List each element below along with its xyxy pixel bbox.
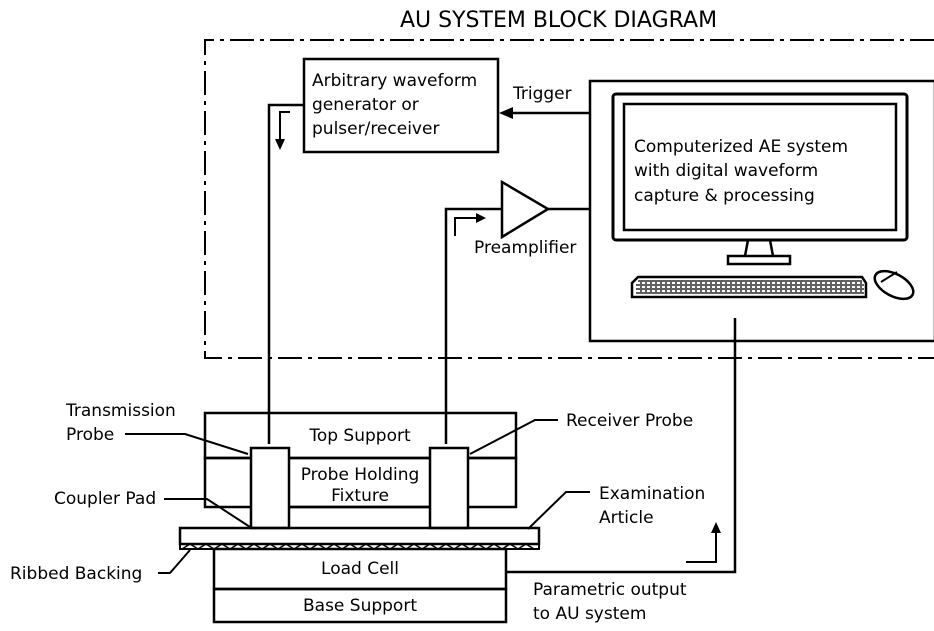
parametric-output-label-2: to AU system (533, 604, 646, 624)
system-boundary (204, 39, 934, 359)
transmitter-signal-line (267, 103, 304, 444)
ribbed-backing-leader (158, 549, 191, 574)
transmission-probe-label-2: Probe (66, 425, 114, 445)
ribbed-backing-label: Ribbed Backing (10, 564, 142, 584)
examination-article-label-2: Article (599, 508, 654, 528)
trigger-arrowhead (499, 107, 513, 119)
trigger-label: Trigger (512, 84, 572, 104)
amplifier-triangle-icon (500, 179, 551, 240)
generator-line-1: Arbitrary waveform (312, 71, 477, 91)
top-support-label: Top Support (308, 426, 411, 446)
transmitter-flow-indicator (279, 111, 290, 140)
generator-line-2: generator or (312, 95, 419, 115)
fixture-label-2: Fixture (331, 486, 389, 506)
coupler-pad-label: Coupler Pad (54, 489, 156, 509)
monitor-icon (611, 92, 909, 266)
receiver-probe-leader (469, 419, 558, 455)
keyboard-icon (630, 275, 868, 299)
load-cell-label: Load Cell (321, 559, 399, 579)
parametric-flow-indicator (686, 532, 717, 563)
computer-line-1: Computerized AE system (634, 137, 848, 157)
transmission-probe (249, 446, 291, 530)
test-fixture (178, 411, 541, 624)
computer-line-2: with digital waveform (634, 161, 818, 181)
receiver-flow-indicator (454, 217, 478, 236)
transmission-probe-label-1: Transmission (65, 401, 176, 421)
examination-article-leader (527, 491, 590, 530)
parametric-output-label-1: Parametric output (533, 580, 687, 600)
mouse-icon (873, 269, 915, 301)
diagram-title: AU SYSTEM BLOCK DIAGRAM (400, 8, 717, 33)
base-support-label: Base Support (303, 596, 417, 616)
parametric-output-line (506, 318, 737, 574)
receiver-flow-arrowhead (476, 213, 486, 223)
generator-line-3: pulser/receiver (312, 119, 439, 139)
fixture-label-1: Probe Holding (301, 465, 420, 485)
transmission-probe-leader (125, 433, 249, 455)
base-support-block (212, 587, 508, 624)
receiver-probe (428, 446, 470, 530)
computer-line-3: capture & processing (634, 186, 815, 206)
receiver-probe-label: Receiver Probe (566, 411, 693, 431)
computer-box (588, 79, 934, 343)
examination-article-label-1: Examination (599, 484, 705, 504)
coupler-pad-leader (164, 498, 251, 528)
transmitter-flow-arrowhead (275, 139, 285, 150)
preamp-label: Preamplifier (474, 238, 576, 258)
receiver-signal-line (444, 207, 502, 444)
examination-article (178, 526, 541, 546)
parametric-flow-arrowhead (711, 522, 721, 533)
